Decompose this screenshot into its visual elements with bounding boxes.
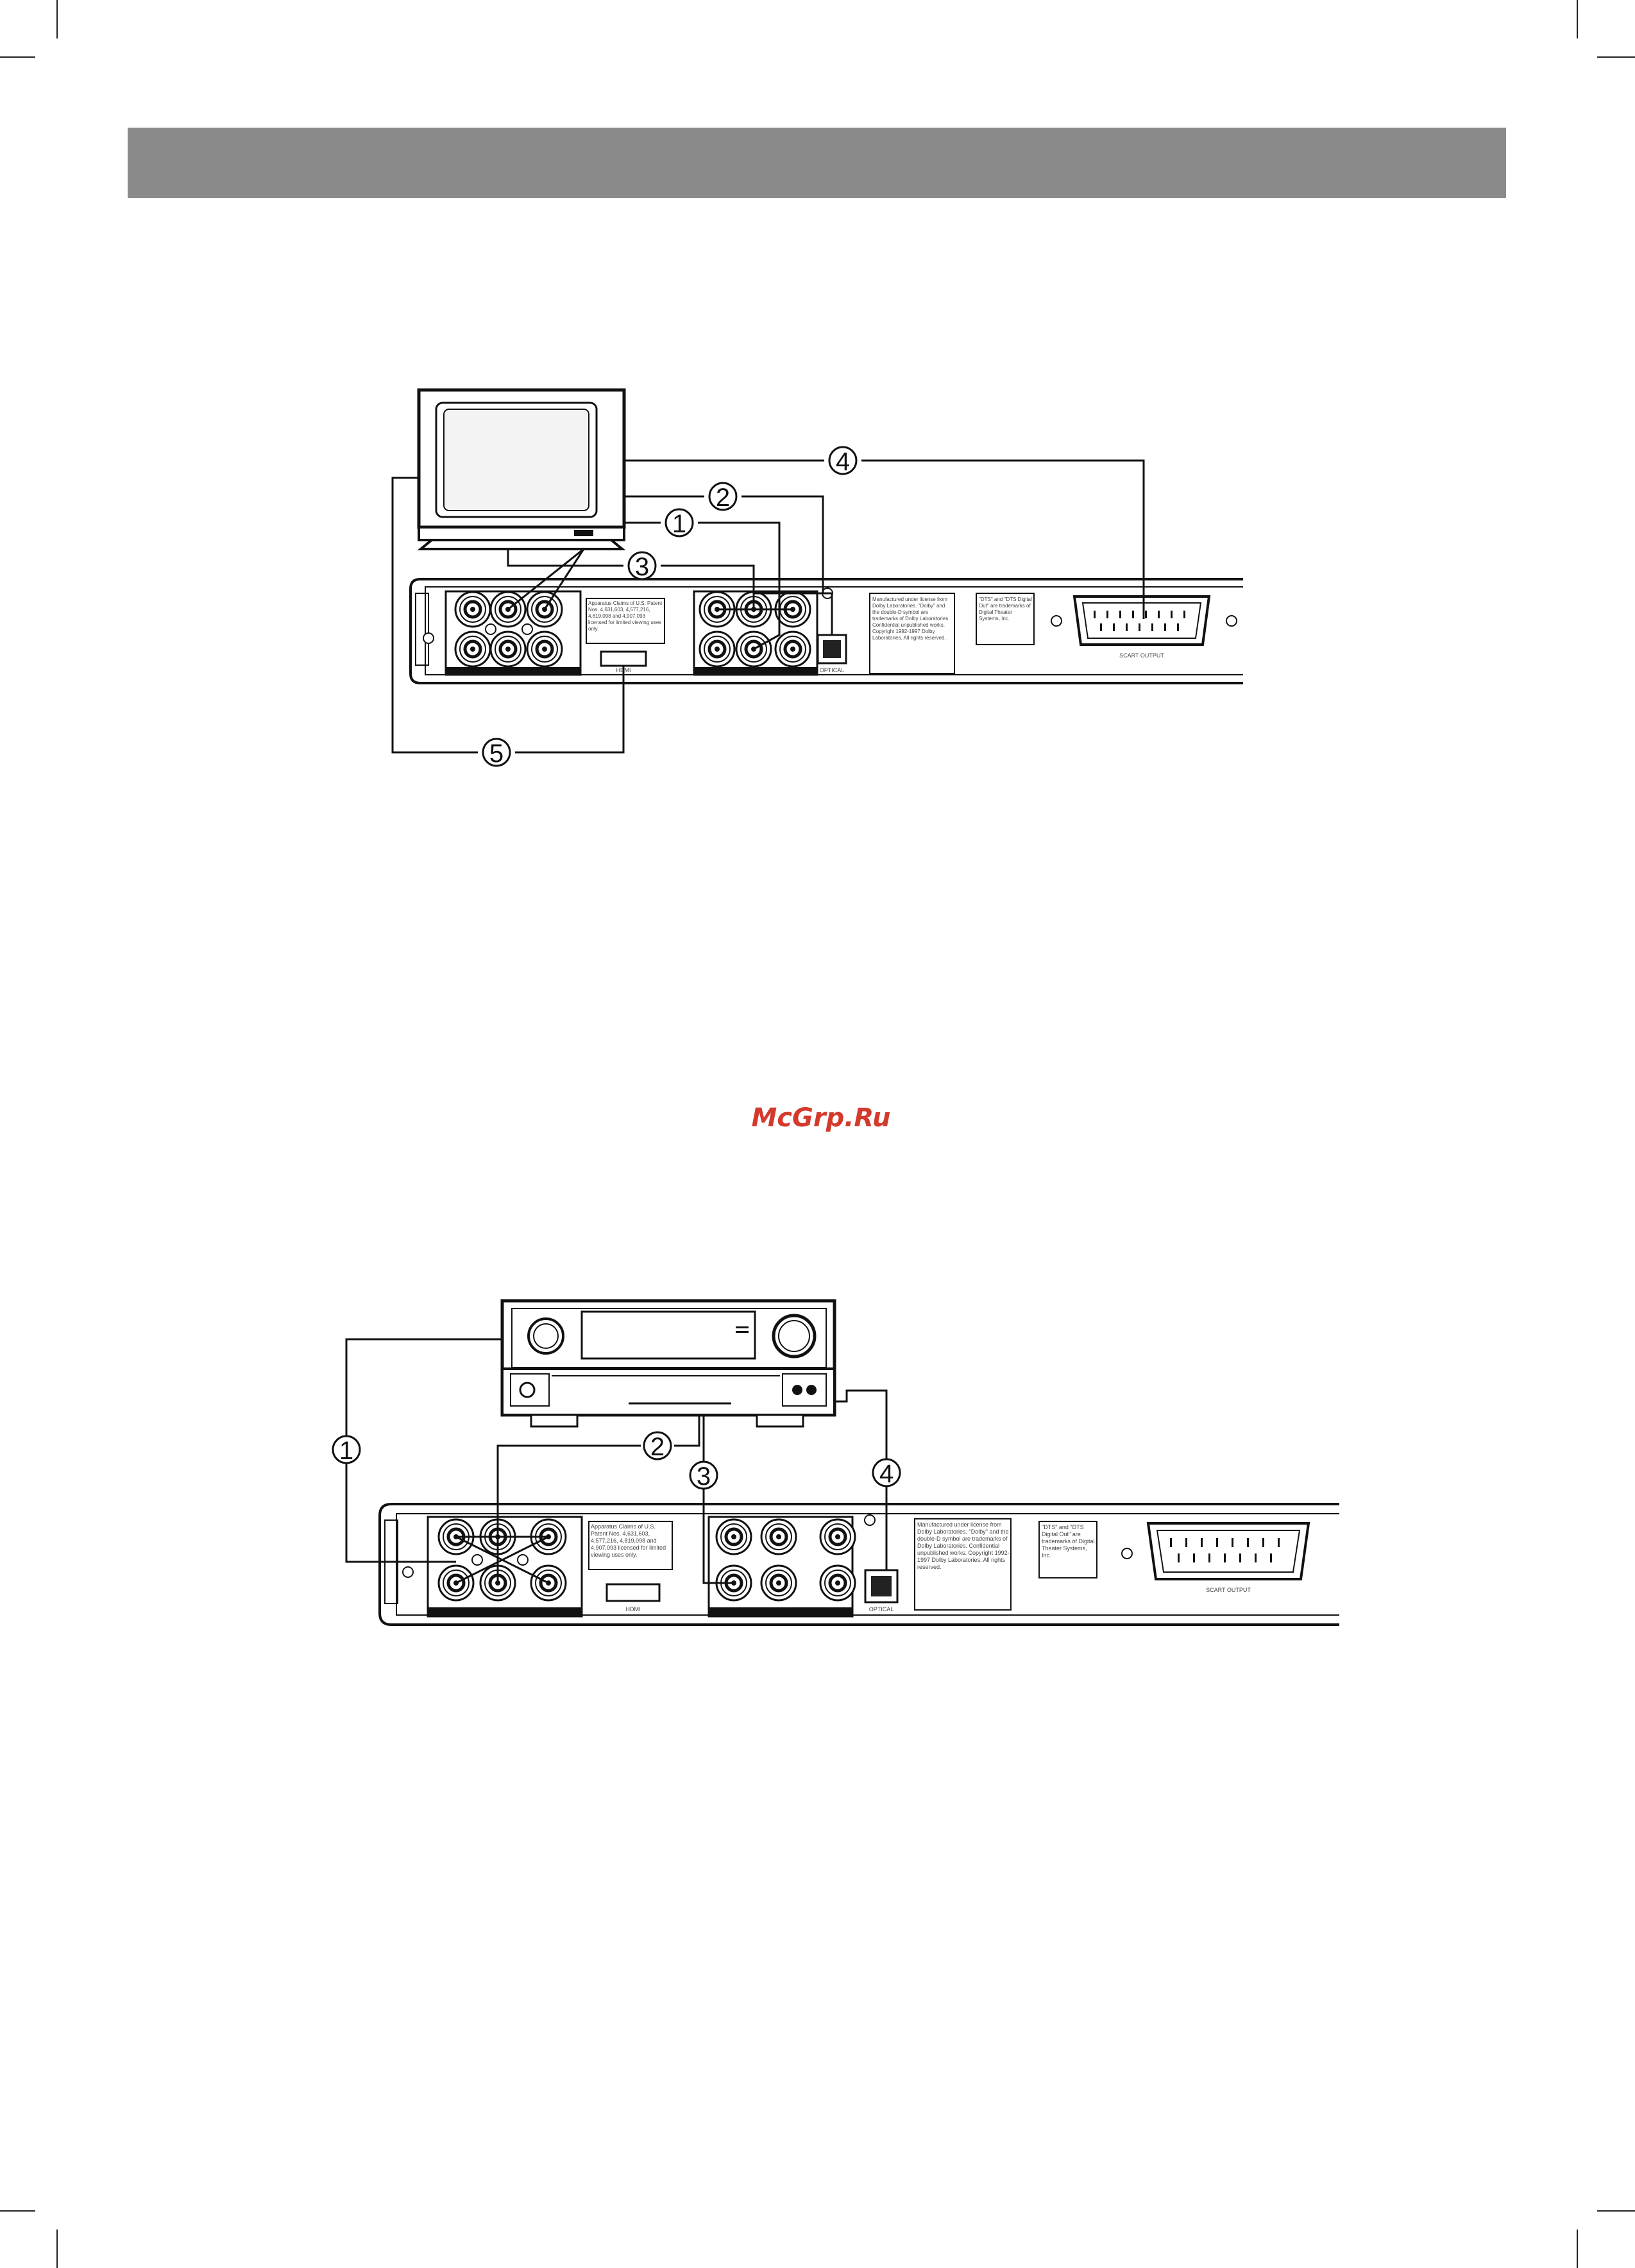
diagram1: Apparatus Claims of U.S. Patent Nos. 4,6… [391,388,1243,768]
callout-d2-1: 1 [332,1435,361,1465]
dvd-rear-panel: Apparatus Claims of U.S. Patent Nos. 4,6… [409,578,1243,684]
scart-label: SCART OUTPUT [1119,652,1164,659]
optical-label: OPTICAL [869,1606,894,1612]
scart-label: SCART OUTPUT [1206,1587,1251,1593]
dts-text: "DTS" and "DTS Digital Out" are trademar… [1042,1524,1095,1559]
svg-text:4: 4 [836,448,850,476]
svg-text:5: 5 [489,740,504,768]
dolby-text: Manufactured under license from Dolby La… [917,1521,1010,1570]
crop-mark [0,2210,35,2212]
svg-text:1: 1 [672,510,686,538]
dts-text: "DTS" and "DTS Digital Out" are trademar… [979,597,1032,622]
dvd-rear-panel: Apparatus Claims of U.S. Patent Nos. 4,6… [378,1503,1339,1626]
amplifier [500,1299,836,1428]
tv-set [417,388,626,550]
crop-mark [1597,56,1635,58]
svg-text:1: 1 [339,1437,353,1465]
patent-text: Apparatus Claims of U.S. Patent Nos. 4,6… [588,600,663,632]
callout-d2-2: 2 [643,1431,672,1461]
diagram2: Apparatus Claims of U.S. Patent Nos. 4,6… [332,1299,1339,1626]
callout-d1-5: 5 [482,738,511,768]
crop-mark [1577,0,1578,38]
patent-text: Apparatus Claims of U.S. Patent Nos. 4,6… [591,1523,666,1558]
callout-d1-4: 4 [828,446,858,476]
crop-mark [56,0,58,38]
crop-mark [0,56,35,58]
dolby-text: Manufactured under license from Dolby La… [872,597,950,641]
callout-d1-1: 1 [665,508,694,538]
svg-text:3: 3 [697,1462,711,1491]
crop-mark [1577,2230,1578,2268]
callout-d2-3: 3 [689,1460,718,1491]
callout-d1-2: 2 [708,482,738,512]
callout-d1-3: 3 [627,551,657,581]
svg-text:2: 2 [650,1433,665,1461]
svg-text:3: 3 [635,553,649,581]
svg-text:2: 2 [716,484,730,512]
optical-label: OPTICAL [820,667,845,673]
svg-text:4: 4 [879,1460,894,1488]
cables [345,1338,888,1584]
watermark: McGrp.Ru [751,1103,891,1133]
crop-mark [1597,2210,1635,2212]
header-bar [128,128,1506,198]
callout-d2-4: 4 [872,1458,901,1488]
hdmi-label: HDMI [626,1606,641,1612]
cables [391,459,1145,754]
crop-mark [56,2230,58,2268]
